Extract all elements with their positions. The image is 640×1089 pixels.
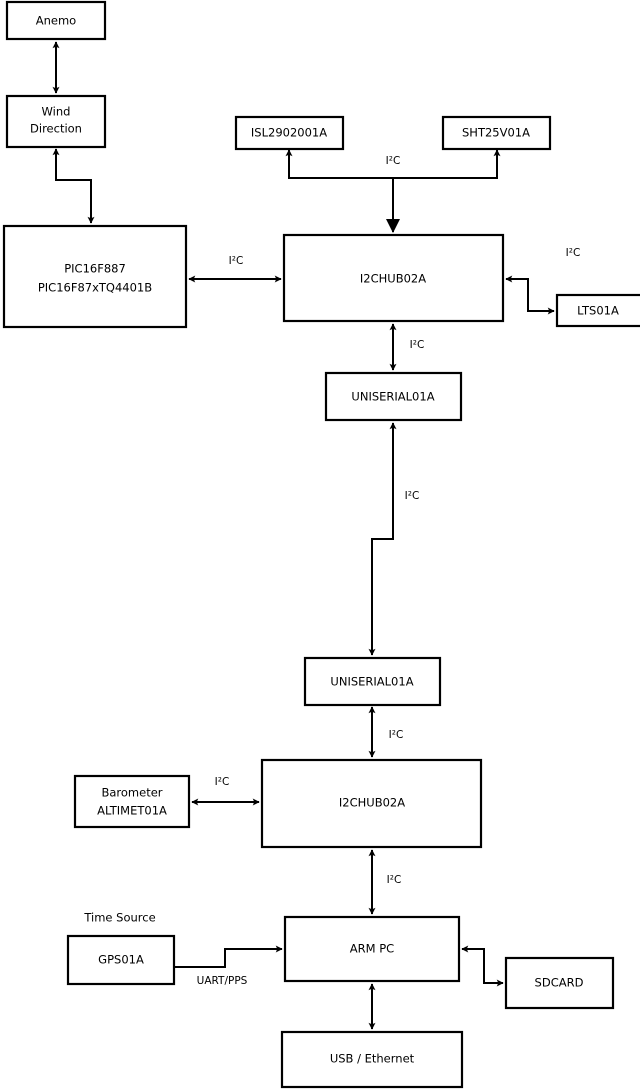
node-barometer-label-1: Barometer: [101, 786, 162, 800]
node-armpc-box[interactable]: [283, 915, 461, 983]
node-hub1-label: I2CHUB02A: [360, 272, 426, 286]
node-barometer-label-2: ALTIMET01A: [97, 804, 167, 818]
arrowhead-hub1-trunk: [386, 219, 400, 233]
node-lts-box[interactable]: [555, 293, 640, 328]
edge-hub1-sht: [393, 149, 501, 179]
edge-gps-armpc: [174, 945, 283, 968]
edge-label-hub1-uniserial1: I²C: [410, 339, 425, 351]
node-isl[interactable]: ISL2902001A: [234, 115, 345, 151]
node-gps-label: GPS01A: [98, 953, 144, 967]
edge-label-hub2-armpc: I²C: [387, 874, 402, 886]
node-uniserial2-box[interactable]: [303, 656, 442, 707]
edge-label-uniserial1-uniserial2: I²C: [405, 490, 420, 502]
node-hub1-box[interactable]: [282, 233, 505, 323]
node-wind-direction[interactable]: Wind Direction: [5, 94, 107, 149]
node-isl-box[interactable]: [234, 115, 345, 151]
edge-uniserial1-uniserial2: [368, 422, 397, 656]
node-pic-label-1: PIC16F887: [64, 262, 126, 276]
node-barometer[interactable]: Barometer ALTIMET01A: [73, 774, 191, 829]
edge-label-layer: I²C I²C I²C I²C I²C I²C I²C I²C UART/PPS: [197, 155, 581, 987]
edge-hub1-isl: [285, 149, 393, 179]
node-wind-direction-label-2: Direction: [30, 122, 82, 136]
node-hub2-box[interactable]: [260, 758, 483, 849]
edge-label-hub1-lts: I²C: [566, 247, 581, 259]
edge-label-gps-armpc: UART/PPS: [197, 975, 248, 987]
node-anemo-label: Anemo: [36, 14, 76, 28]
node-sdcard-box[interactable]: [504, 956, 615, 1010]
node-hub1[interactable]: I2CHUB02A: [282, 233, 505, 323]
node-uniserial1-label: UNISERIAL01A: [351, 390, 434, 404]
node-sdcard[interactable]: SDCARD: [504, 956, 615, 1010]
edge-label-pic-hub1: I²C: [229, 255, 244, 267]
edge-label-uniserial2-hub2: I²C: [389, 729, 404, 741]
edge-label-barometer-hub2: I²C: [215, 776, 230, 788]
node-hub2[interactable]: I2CHUB02A: [260, 758, 483, 849]
edge-wind-pic: [52, 148, 95, 224]
node-hub2-label: I2CHUB02A: [339, 796, 405, 810]
node-wind-direction-box[interactable]: [5, 94, 107, 149]
node-gps[interactable]: GPS01A: [66, 934, 176, 986]
connector-layer: [52, 41, 555, 1030]
node-pic-label-2: PIC16F87xTQ4401B: [38, 281, 152, 295]
edge-hub1-lts-in: [506, 278, 555, 315]
label-time-source: Time Source: [83, 911, 155, 925]
node-uniserial1[interactable]: UNISERIAL01A: [324, 371, 463, 422]
node-isl-label: ISL2902001A: [251, 126, 327, 140]
node-anemo[interactable]: Anemo: [5, 0, 107, 41]
node-wind-direction-label-1: Wind: [42, 105, 71, 119]
node-uniserial1-box[interactable]: [324, 371, 463, 422]
edge-label-hub1-isl: I²C: [386, 155, 401, 167]
node-gps-box[interactable]: [66, 934, 176, 986]
node-lts[interactable]: LTS01A: [555, 293, 640, 328]
node-sht[interactable]: SHT25V01A: [441, 115, 552, 151]
node-lts-label: LTS01A: [577, 304, 619, 318]
node-sht-label: SHT25V01A: [462, 126, 530, 140]
edge-armpc-sdcard-out: [462, 948, 504, 987]
node-sht-box[interactable]: [441, 115, 552, 151]
node-anemo-box[interactable]: [5, 0, 107, 41]
node-usbeth-label: USB / Ethernet: [330, 1052, 415, 1066]
node-usbeth[interactable]: USB / Ethernet: [280, 1030, 464, 1089]
node-usbeth-box[interactable]: [280, 1030, 464, 1089]
node-barometer-box[interactable]: [73, 774, 191, 829]
node-pic-box[interactable]: [2, 224, 188, 329]
free-label-layer: Time Source: [83, 911, 155, 925]
node-sdcard-label: SDCARD: [535, 976, 584, 990]
node-pic[interactable]: PIC16F887 PIC16F87xTQ4401B: [2, 224, 188, 329]
node-uniserial2-label: UNISERIAL01A: [330, 675, 413, 689]
node-armpc[interactable]: ARM PC: [283, 915, 461, 983]
node-armpc-label: ARM PC: [350, 942, 394, 956]
node-uniserial2[interactable]: UNISERIAL01A: [303, 656, 442, 707]
